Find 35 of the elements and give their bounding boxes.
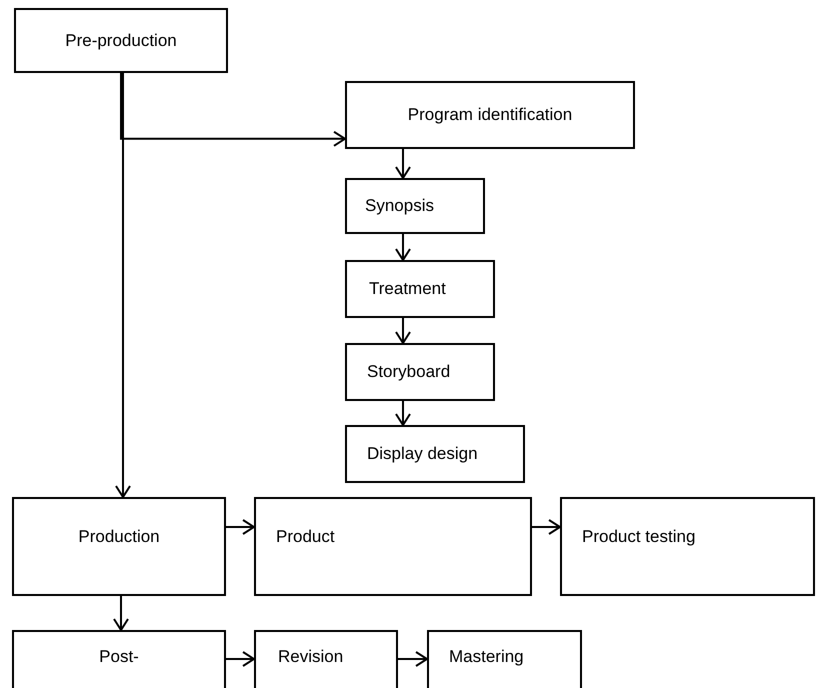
- process-box: [14, 8, 228, 73]
- arrow: [120, 73, 346, 147]
- box-label: Mastering: [449, 647, 524, 667]
- box-label: Pre-production: [65, 30, 177, 50]
- process-box: [254, 630, 398, 688]
- process-box: [12, 630, 226, 688]
- box-label: Synopsis: [365, 196, 434, 216]
- arrow: [115, 73, 131, 498]
- box-label: Treatment: [369, 279, 446, 299]
- arrow: [532, 519, 561, 535]
- process-box: [427, 630, 582, 688]
- process-box: [345, 260, 495, 318]
- arrow: [395, 234, 411, 261]
- arrow: [113, 596, 129, 631]
- box-label: Product testing: [582, 527, 696, 547]
- box-label: Product: [276, 527, 335, 547]
- box-label: Program identification: [408, 105, 572, 125]
- process-box: [345, 178, 485, 234]
- box-label: Post-: [99, 647, 139, 667]
- box-label: Storyboard: [367, 362, 450, 382]
- arrow: [226, 519, 255, 535]
- process-box: [12, 497, 226, 596]
- process-box: [254, 497, 532, 596]
- process-box: [345, 343, 495, 401]
- arrow: [395, 149, 411, 179]
- arrow: [395, 401, 411, 426]
- process-box: [560, 497, 815, 596]
- process-box: [345, 81, 635, 149]
- arrow: [226, 651, 255, 667]
- box-label: Revision: [278, 647, 344, 667]
- box-label: Production: [78, 527, 160, 547]
- box-label: Display design: [367, 444, 478, 464]
- arrow: [398, 651, 428, 667]
- arrow: [395, 318, 411, 344]
- process-box: [345, 425, 525, 483]
